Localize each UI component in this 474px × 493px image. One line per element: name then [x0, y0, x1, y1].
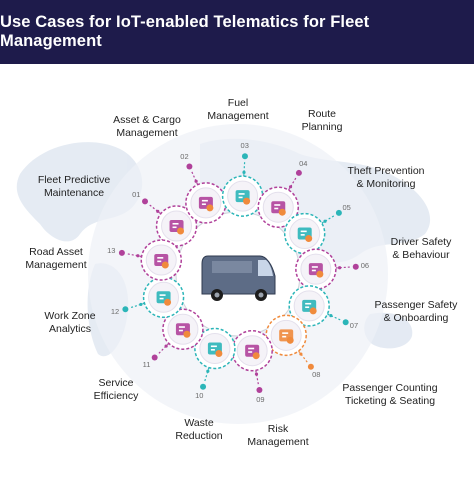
connector-dot	[329, 314, 333, 318]
connector-dot	[164, 344, 168, 348]
connector-dot	[139, 302, 143, 307]
use-case-label: Driver Safety & Behaviour	[390, 236, 452, 261]
connector-dot	[206, 369, 210, 373]
use-case-number: 12	[110, 307, 120, 317]
connector-dot	[242, 170, 246, 174]
use-case-label: Fuel Management	[207, 97, 269, 122]
connector-dot	[352, 263, 359, 270]
connector-dot	[299, 352, 303, 356]
use-case-number: 07	[349, 321, 359, 331]
risk-warning-icon	[245, 344, 260, 360]
use-case-node	[295, 248, 359, 290]
gear-hands-icon	[175, 323, 191, 338]
use-case-node	[151, 308, 204, 361]
recycle-bin-icon	[207, 342, 223, 357]
use-case-node	[118, 239, 183, 281]
use-case-number: 08	[312, 369, 321, 379]
use-case-label: Passenger Safety & Onboarding	[374, 299, 458, 324]
connector-dot	[241, 153, 248, 160]
use-case-node	[194, 327, 236, 390]
connector-dot	[200, 383, 207, 390]
use-case-node	[142, 198, 198, 247]
use-case-number: 03	[240, 141, 249, 151]
connector-dot	[122, 306, 129, 313]
use-case-node	[231, 329, 273, 394]
connector-dot	[151, 354, 158, 361]
connector-dot	[307, 363, 314, 370]
page-title: Use Cases for IoT-enabled Telematics for…	[0, 13, 370, 50]
use-case-number: 06	[360, 261, 370, 271]
use-case-label: Road Asset Management	[25, 246, 87, 271]
title-banner: Use Cases for IoT-enabled Telematics for…	[0, 0, 474, 64]
use-case-number: 04	[299, 159, 308, 169]
use-case-node	[257, 169, 302, 228]
connector-dot	[335, 209, 342, 216]
connector-dot	[186, 163, 193, 170]
use-case-node	[288, 285, 349, 327]
delivery-van-icon	[201, 255, 276, 301]
use-case-node	[185, 163, 227, 224]
use-case-node	[122, 276, 185, 319]
use-case-number: 09	[256, 394, 265, 404]
driver-shield-icon	[308, 263, 324, 278]
fuel-pump-icon	[235, 190, 251, 205]
use-case-label: Asset & Cargo Management	[113, 114, 181, 139]
use-case-number: 01	[132, 190, 141, 200]
cargo-truck-icon	[198, 196, 214, 212]
analytics-chart-icon	[156, 291, 172, 306]
eye-monitor-icon	[297, 227, 313, 243]
connector-dot	[338, 266, 342, 270]
connector-dot	[323, 219, 327, 223]
connector-dot	[288, 185, 293, 189]
use-case-node	[283, 209, 342, 255]
use-case-number: 10	[195, 391, 204, 401]
use-case-label: Risk Management	[247, 423, 309, 448]
connector-dot	[136, 254, 140, 258]
road-route-icon	[154, 254, 169, 269]
diagram-canvas	[16, 124, 431, 424]
use-case-label: Waste Reduction	[175, 417, 223, 442]
connector-dot	[256, 387, 263, 394]
connector-dot	[142, 198, 149, 205]
use-case-number: 02	[180, 152, 189, 162]
connector-dot	[254, 372, 259, 376]
connector-dot	[342, 319, 349, 326]
use-case-number: 11	[142, 359, 151, 369]
use-case-number: 05	[342, 202, 351, 212]
connector-dot	[194, 179, 198, 183]
use-case-label: Passenger Counting Ticketing & Seating	[342, 382, 438, 407]
connector-dot	[295, 169, 302, 176]
use-case-label: Work Zone Analytics	[44, 310, 96, 335]
use-case-label: Service Efficiency	[93, 377, 139, 402]
route-map-icon	[271, 201, 286, 216]
use-case-label: Theft Prevention & Monitoring	[347, 165, 425, 190]
connector-dot	[156, 209, 160, 213]
connector-dot	[118, 249, 125, 256]
use-case-node	[265, 314, 314, 370]
passenger-group-icon	[302, 299, 317, 315]
use-case-number: 13	[107, 246, 116, 256]
ticket-counter-icon	[279, 329, 294, 344]
use-case-label: Fleet Predictive Maintenance	[37, 174, 111, 199]
maintenance-report-icon	[169, 219, 185, 235]
use-case-diagram: 01 Fleet Predictive Maintenance 02 Asset & …	[0, 64, 474, 488]
use-case-label: Route Planning	[301, 108, 343, 133]
